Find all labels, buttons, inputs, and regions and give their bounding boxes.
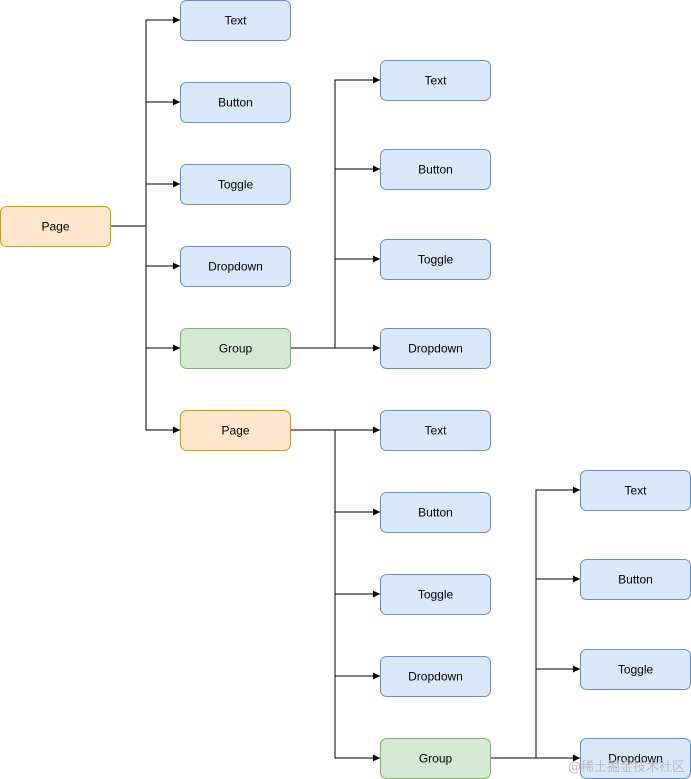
button-2-box — [380, 149, 491, 190]
node-dropdown-2: Dropdown — [380, 328, 491, 369]
edge-group-2-to-toggle-4 — [490, 665, 580, 759]
node-text-1: Text — [180, 0, 291, 41]
toggle-4-label: Toggle — [618, 663, 654, 677]
node-dropdown-4: Dropdown — [580, 738, 691, 779]
group-1-box — [180, 328, 291, 369]
dropdown-3-label: Dropdown — [408, 670, 463, 684]
dropdown-3-box — [380, 656, 491, 697]
text-4-label: Text — [624, 484, 647, 498]
edge-page-root-to-dropdown-1 — [110, 225, 180, 270]
node-group-1: Group — [180, 328, 291, 369]
dropdown-1-label: Dropdown — [208, 260, 263, 274]
edge-page-root-to-toggle-1 — [110, 180, 180, 227]
dropdown-2-label: Dropdown — [408, 342, 463, 356]
toggle-2-label: Toggle — [418, 253, 454, 267]
text-1-label: Text — [224, 14, 247, 28]
button-2-label: Button — [418, 163, 453, 177]
node-toggle-4: Toggle — [580, 649, 691, 690]
toggle-3-box — [380, 574, 491, 615]
edge-page-root-to-text-1 — [110, 16, 180, 227]
connectors — [110, 16, 580, 762]
node-toggle-3: Toggle — [380, 574, 491, 615]
page-root-box — [0, 206, 111, 247]
button-1-box — [180, 82, 291, 123]
node-dropdown-3: Dropdown — [380, 656, 491, 697]
edge-page-2-to-group-2 — [290, 429, 380, 762]
page-2-label: Page — [221, 424, 249, 438]
node-button-4: Button — [580, 559, 691, 600]
node-button-3: Button — [380, 492, 491, 533]
node-toggle-2: Toggle — [380, 239, 491, 280]
edge-group-2-to-text-4 — [490, 486, 580, 759]
node-button-1: Button — [180, 82, 291, 123]
page-2-box — [180, 410, 291, 451]
edge-group-1-to-toggle-2 — [290, 255, 380, 349]
edge-page-root-to-page-2 — [110, 225, 180, 434]
toggle-3-label: Toggle — [418, 588, 454, 602]
node-text-3: Text — [380, 410, 491, 451]
node-button-2: Button — [380, 149, 491, 190]
text-1-box — [180, 0, 291, 41]
node-text-4: Text — [580, 470, 691, 511]
node-page-2: Page — [180, 410, 291, 451]
toggle-2-box — [380, 239, 491, 280]
toggle-1-label: Toggle — [218, 178, 254, 192]
text-3-box — [380, 410, 491, 451]
dropdown-2-box — [380, 328, 491, 369]
button-3-box — [380, 492, 491, 533]
node-group-2: Group — [380, 738, 491, 779]
text-2-box — [380, 60, 491, 101]
edge-page-root-to-group-1 — [110, 225, 180, 352]
watermark: @稀土掘金技术社区 — [567, 760, 685, 775]
group-2-label: Group — [419, 752, 453, 766]
button-3-label: Button — [418, 506, 453, 520]
toggle-1-box — [180, 164, 291, 205]
button-4-label: Button — [618, 573, 653, 587]
group-1-label: Group — [219, 342, 253, 356]
page-root-label: Page — [41, 220, 69, 234]
button-1-label: Button — [218, 96, 253, 110]
text-3-label: Text — [424, 424, 447, 438]
text-2-label: Text — [424, 74, 447, 88]
node-dropdown-1: Dropdown — [180, 246, 291, 287]
dropdown-4-label: Dropdown — [608, 752, 663, 766]
node-toggle-1: Toggle — [180, 164, 291, 205]
node-page-root: Page — [0, 206, 111, 247]
dropdown-1-box — [180, 246, 291, 287]
edge-page-root-to-button-1 — [110, 98, 180, 227]
node-text-2: Text — [380, 60, 491, 101]
